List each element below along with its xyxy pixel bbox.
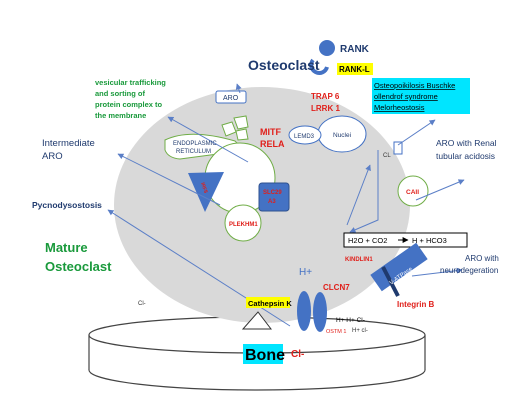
plekhm1-vesicle (224, 204, 262, 242)
aro-box (215, 90, 247, 104)
aro-neuro-line-1: ARO with (465, 254, 499, 263)
slc29a3-line-2: A3 (268, 199, 276, 205)
v-atpase-complex (370, 242, 428, 292)
cl-small-label: CL (383, 153, 391, 159)
intermediate-aro-line-1: Intermediate (42, 138, 95, 149)
rela-label: RELA (260, 139, 285, 149)
lemd3-label: LEMD3 (294, 134, 315, 140)
h-plus-channel (297, 291, 311, 331)
mature-osteoclast-line-2: Osteoclast (45, 259, 112, 274)
vesicles (221, 115, 249, 141)
slc29a3-box (258, 182, 290, 212)
vesicular-line-1: vesicular trafficking (95, 78, 166, 87)
resorption-triangle (241, 311, 273, 330)
reaction-reactants: H2O + CO2 (348, 236, 387, 245)
cl-minus-left-label: Cl- (138, 301, 146, 307)
cl-channel-box (393, 141, 403, 155)
vesicular-trafficking-label: vesicular trafficking and sorting of pro… (95, 78, 166, 120)
lrrk1-label: LRRK 1 (311, 104, 340, 113)
mature-osteoclast-line-1: Mature (45, 240, 88, 255)
ions-label: H+ H+ Cl- (336, 317, 365, 324)
aro-renal-line-2: tubular acidosis (436, 151, 495, 161)
ions-label-2: H+ cl- (352, 328, 368, 334)
integrin-b-bar (381, 266, 400, 297)
aro-neuro-line-2: neurodegeration (440, 266, 498, 275)
clcn7-channel (313, 292, 327, 332)
cathepsin-k-label: Cathepsin K (248, 299, 292, 308)
vesicular-line-2: and sorting of (95, 89, 145, 98)
er-label-line-1: ENDOPLASMIC (173, 141, 217, 147)
rank-l-ligand (309, 58, 329, 75)
rank-receptor (319, 40, 335, 56)
osteoclast-title: Osteoclast (248, 57, 320, 73)
clcn7-label: CLCN7 (323, 283, 350, 292)
bone-label-highlight (243, 344, 283, 364)
ostm1-label: OSTM 1 (326, 329, 346, 335)
h-plus-label: H+ (299, 267, 312, 278)
plekhm1-label: PLEKHM1 (229, 222, 258, 228)
caii-label: CAII (406, 189, 419, 196)
er-protein-label: IRF8 (199, 182, 208, 194)
vesicular-line-3: protein complex to (95, 100, 163, 109)
bone-label: Bone (245, 347, 285, 364)
vesicular-line-4: the membrane (95, 111, 146, 120)
rankl-highlight (337, 63, 373, 75)
nuclei-label: Nuclei (333, 132, 351, 139)
disease-link-highlight (372, 78, 470, 114)
slc29a3-line-1: SLC29 (263, 190, 282, 196)
er-protein-marker (188, 172, 224, 212)
er-label-line-2: RETICULUM (176, 149, 211, 155)
intermediate-aro-line-2: ARO (42, 151, 63, 162)
reaction-products: H + HCO3 (412, 236, 447, 245)
disease-line-2[interactable]: ollendrof syndrome (374, 92, 438, 101)
disease-link-text[interactable]: Osteopoikilosis Buschke ollendrof syndro… (374, 81, 455, 112)
nucleus-lemd3 (288, 125, 322, 145)
cl-minus-bottom-label: Cl- (291, 349, 304, 360)
rankl-label: RANK-L (339, 65, 370, 74)
trap6-label: TRAP 6 (311, 92, 340, 101)
disease-line-1[interactable]: Osteopoikilosis Buschke (374, 81, 455, 90)
cathepsin-k-highlight (246, 297, 290, 308)
disease-line-3[interactable]: Melorheostosis (374, 103, 425, 112)
pycnodysostosis-label: Pycnodysostosis (32, 200, 102, 210)
mitf-label: MITF (260, 127, 281, 137)
aro-box-label: ARO (223, 95, 239, 102)
integrin-b-label: Integrin B (397, 300, 435, 309)
kindlin1-label: KINDLIN1 (345, 257, 373, 263)
rank-label: RANK (340, 44, 370, 55)
aro-renal-line-1: ARO with Renal (436, 138, 497, 148)
